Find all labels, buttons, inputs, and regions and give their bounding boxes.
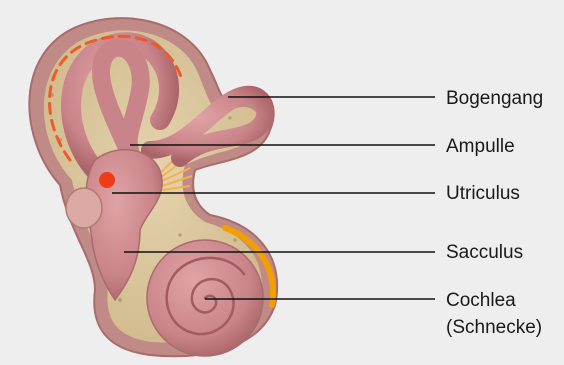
label-utriculus: Utriculus xyxy=(446,183,520,205)
label-bogengang: Bogengang xyxy=(446,88,543,110)
label-cochlea: Cochlea xyxy=(446,290,516,312)
label-ampulle: Ampulle xyxy=(446,136,515,158)
label-cochlea-german: (Schnecke) xyxy=(446,317,542,339)
label-sacculus: Sacculus xyxy=(446,242,523,264)
utriculus-marker xyxy=(99,172,115,188)
oval-window xyxy=(66,188,102,228)
